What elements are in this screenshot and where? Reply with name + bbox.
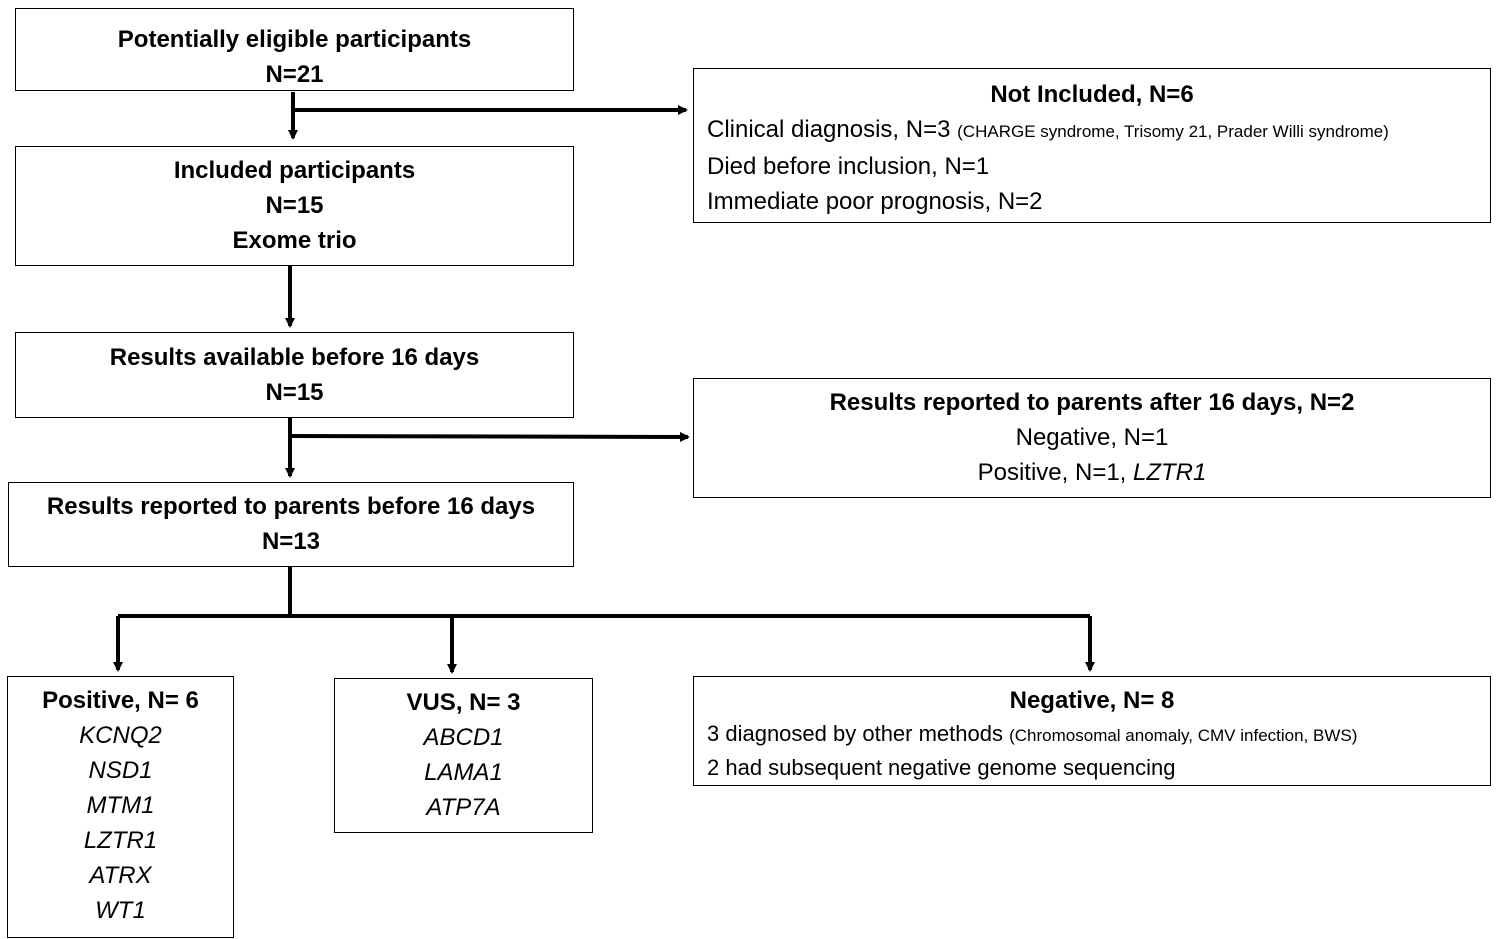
negative-title: Negative, N= 8: [1009, 687, 1175, 714]
reported-after-title: Results reported to parents after 16 day…: [829, 389, 1355, 416]
positive-box: Positive, N= 6 KCNQ2 NSD1 MTM1 LZTR1 ATR…: [7, 676, 234, 938]
included-title: Included participants: [173, 157, 416, 184]
included-method: Exome trio: [232, 227, 357, 254]
other-methods-detail: (Chromosomal anomaly, CMV infection, BWS…: [1009, 726, 1358, 745]
included-box: Included participants N=15 Exome trio: [15, 146, 574, 266]
negative-genome: 2 had subsequent negative genome sequenc…: [707, 755, 1176, 780]
eligible-n: N=21: [265, 61, 324, 88]
reported-after-negative: Negative, N=1: [1015, 424, 1169, 451]
reported-after-positive-label: Positive, N=1,: [977, 459, 1127, 486]
reported-after-box: Results reported to parents after 16 day…: [693, 378, 1491, 498]
positive-gene: KCNQ2: [79, 722, 162, 749]
positive-gene: MTM1: [86, 792, 155, 819]
eligible-title: Potentially eligible participants: [117, 26, 472, 53]
available-box: Results available before 16 days N=15: [15, 332, 574, 418]
eligible-box: Potentially eligible participants N=21: [15, 8, 574, 91]
positive-gene: NSD1: [88, 757, 153, 784]
vus-box: VUS, N= 3 ABCD1 LAMA1 ATP7A: [334, 678, 593, 833]
included-n: N=15: [265, 192, 324, 219]
other-methods-label: 3 diagnosed by other methods: [707, 721, 1003, 746]
not-included-box: Not Included, N=6 Clinical diagnosis, N=…: [693, 68, 1491, 223]
vus-gene: ATP7A: [426, 794, 501, 821]
vus-title: VUS, N= 3: [406, 689, 521, 716]
negative-other-methods: 3 diagnosed by other methods (Chromosoma…: [707, 718, 1490, 752]
reported-before-title: Results reported to parents before 16 da…: [46, 493, 536, 520]
positive-gene: ATRX: [89, 862, 152, 889]
available-title: Results available before 16 days: [109, 344, 480, 371]
negative-box: Negative, N= 8 3 diagnosed by other meth…: [693, 676, 1491, 786]
not-included-clinical: Clinical diagnosis, N=3 (CHARGE syndrome…: [707, 112, 1490, 149]
available-n: N=15: [265, 379, 324, 406]
reported-before-n: N=13: [261, 528, 321, 555]
reported-after-positive: Positive, N=1, LZTR1: [694, 455, 1490, 490]
not-included-died: Died before inclusion, N=1: [707, 153, 990, 180]
vus-gene: LAMA1: [424, 759, 503, 786]
reported-after-positive-gene: LZTR1: [1133, 459, 1207, 486]
positive-gene: WT1: [95, 897, 146, 924]
vus-gene: ABCD1: [423, 724, 504, 751]
positive-title: Positive, N= 6: [42, 687, 199, 714]
clinical-detail: (CHARGE syndrome, Trisomy 21, Prader Wil…: [957, 122, 1389, 141]
arrow-to-reported-after: [289, 431, 690, 442]
not-included-poor: Immediate poor prognosis, N=2: [707, 188, 1043, 215]
positive-gene: LZTR1: [83, 827, 158, 854]
not-included-title: Not Included, N=6: [990, 81, 1194, 108]
clinical-label: Clinical diagnosis, N=3: [707, 116, 951, 143]
reported-before-box: Results reported to parents before 16 da…: [8, 482, 574, 567]
